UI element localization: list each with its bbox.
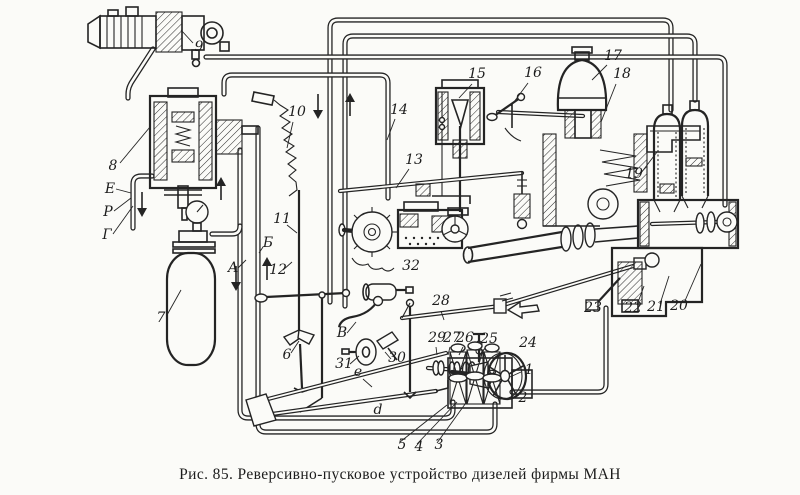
part-labels: 1 2 3 4 5 6 7 8 9 10 11 12 13 14 15 16 1… [101, 39, 688, 455]
arrow-down-icon [137, 192, 147, 217]
label-V: В [336, 325, 347, 341]
label-3: 3 [435, 437, 444, 453]
label-31: 31 [335, 356, 353, 372]
label-4: 4 [414, 439, 424, 455]
label-e: е [354, 364, 362, 380]
label-leaders [112, 29, 702, 445]
air-bottle-7 [165, 200, 217, 367]
linkage-28 [399, 298, 503, 400]
servo-cylinder [362, 283, 414, 301]
label-E: Е [104, 181, 115, 197]
fuel-pump-32 [338, 201, 639, 272]
lever-cluster [254, 283, 414, 413]
cam-roller [587, 188, 619, 220]
arrow-up-icon [216, 177, 226, 200]
label-25: 25 [479, 331, 498, 347]
camshaft [462, 222, 639, 264]
arrow-up-icon [345, 93, 355, 116]
main-starting-valve-9 [87, 6, 230, 68]
label-20: 20 [669, 298, 688, 314]
clamp-6 [282, 328, 316, 346]
label-9: 9 [195, 39, 204, 55]
arrow-up-icon [262, 257, 272, 280]
pump-handwheel [441, 215, 469, 243]
label-30: 30 [388, 350, 406, 366]
rod-e [265, 350, 449, 402]
label-6: 6 [283, 347, 292, 363]
valve-manifold-3-4-5 [447, 341, 533, 409]
label-28: 28 [431, 293, 450, 309]
valve-4 [465, 341, 485, 405]
label-32: 32 [402, 258, 420, 274]
label-7: 7 [157, 310, 166, 326]
label-R: Р [102, 204, 113, 220]
disc-31 [341, 338, 377, 366]
label-12: 12 [269, 262, 287, 278]
label-15: 15 [468, 66, 486, 82]
label-10: 10 [288, 104, 306, 120]
label-B: Б [262, 235, 273, 251]
label-16: 16 [524, 65, 542, 81]
label-17: 17 [604, 48, 622, 64]
label-21: 21 [646, 299, 665, 315]
reverse-direction-arrow-icon [499, 292, 540, 320]
label-14: 14 [390, 102, 408, 118]
label-2: 2 [518, 390, 528, 406]
cylinder-dome-17 [556, 46, 608, 112]
air-distributor-8 [148, 87, 259, 221]
label-A: А [227, 260, 239, 276]
label-24: 24 [518, 335, 537, 351]
label-29: 29 [427, 330, 446, 346]
label-1: 1 [525, 362, 534, 378]
label-8: 8 [109, 158, 118, 174]
arrow-down-icon [313, 94, 323, 119]
label-27: 27 [442, 330, 461, 346]
label-G: Г [101, 227, 112, 243]
pressure-gauge [185, 200, 209, 232]
spring-10 [251, 91, 298, 197]
label-18: 18 [613, 66, 631, 82]
gear-wheel [338, 207, 397, 272]
label-19: 19 [625, 166, 643, 182]
pilot-valve [513, 172, 531, 230]
figure-caption: Рис. 85. Реверсивно-пусковое устройство … [179, 466, 621, 483]
label-22: 22 [623, 300, 642, 316]
arrow-down-icon [231, 266, 241, 291]
rod-13 [337, 170, 525, 197]
engine-cylinder-18 [542, 109, 701, 227]
starting-valve-15 [432, 79, 486, 216]
reversing-cylinders-19 [636, 100, 740, 250]
label-23: 23 [583, 300, 602, 316]
flow-arrows [137, 93, 355, 291]
label-13: 13 [405, 152, 423, 168]
label-11: 11 [273, 211, 291, 227]
label-5: 5 [398, 437, 407, 453]
distributor-block-20-21-22 [585, 246, 704, 318]
label-26: 26 [455, 330, 474, 346]
handle-30 [375, 331, 400, 361]
valve-3 [482, 343, 502, 405]
label-d: d [374, 402, 383, 418]
